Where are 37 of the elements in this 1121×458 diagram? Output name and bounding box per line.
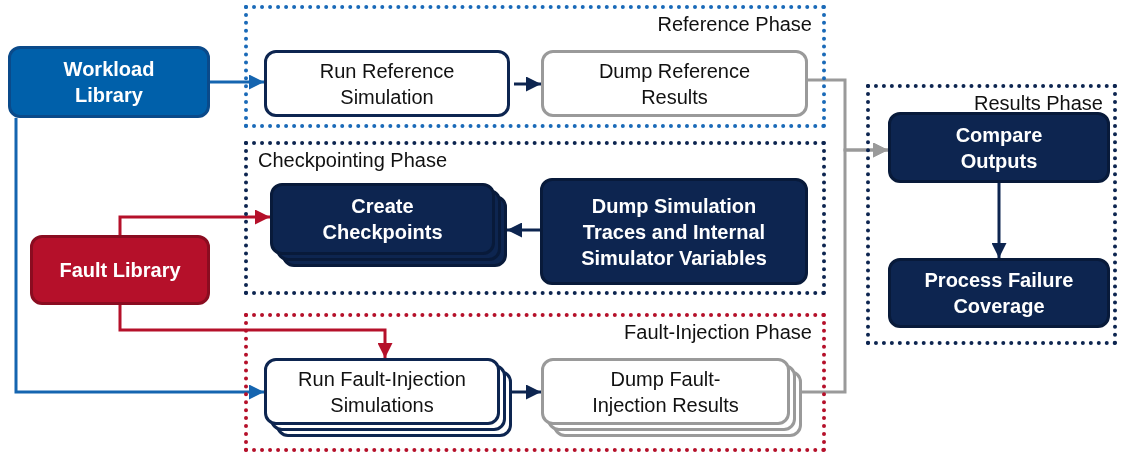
phase-group — [244, 5, 826, 128]
box-label: Run Fault-Injection Simulations — [297, 366, 467, 418]
box-label: Compare Outputs — [954, 122, 1044, 174]
process-box — [264, 50, 510, 117]
box-label: Create Checkpoints — [321, 194, 444, 245]
library-box — [8, 46, 210, 118]
phase-title: Results Phase — [974, 92, 1103, 115]
process-box — [541, 50, 808, 117]
arrow — [514, 76, 541, 92]
stacked-process-box — [541, 358, 802, 437]
library-box — [30, 235, 210, 305]
arrow — [802, 142, 888, 394]
arrow — [507, 222, 540, 238]
stacked-process-box — [264, 358, 512, 437]
phase-group — [244, 141, 826, 295]
phase-title: Reference Phase — [657, 13, 812, 36]
stacked-process-box — [270, 183, 507, 267]
phase-title: Checkpointing Phase — [258, 149, 447, 172]
phase-group — [244, 313, 826, 452]
box-label: Dump Reference Results — [597, 58, 752, 110]
arrow — [118, 305, 393, 358]
box-label: Process Failure Coverage — [923, 268, 1075, 319]
box-label: Run Reference Simulation — [318, 58, 456, 110]
box-label: Fault Library — [59, 258, 181, 283]
box-label: Dump Fault-Injection Results — [591, 366, 740, 418]
arrow — [512, 384, 541, 400]
process-box — [540, 178, 808, 285]
arrow — [991, 183, 1007, 258]
phase-group — [866, 84, 1117, 345]
process-box — [888, 258, 1110, 328]
box-label: Dump Simulation Traces and Internal Simulator Variables — [580, 193, 768, 271]
process-box — [888, 112, 1110, 183]
arrow — [118, 209, 270, 235]
box-label: Workload Library — [62, 57, 156, 108]
arrow — [210, 74, 264, 90]
arrow — [14, 118, 264, 400]
phase-title: Fault-Injection Phase — [624, 321, 812, 344]
